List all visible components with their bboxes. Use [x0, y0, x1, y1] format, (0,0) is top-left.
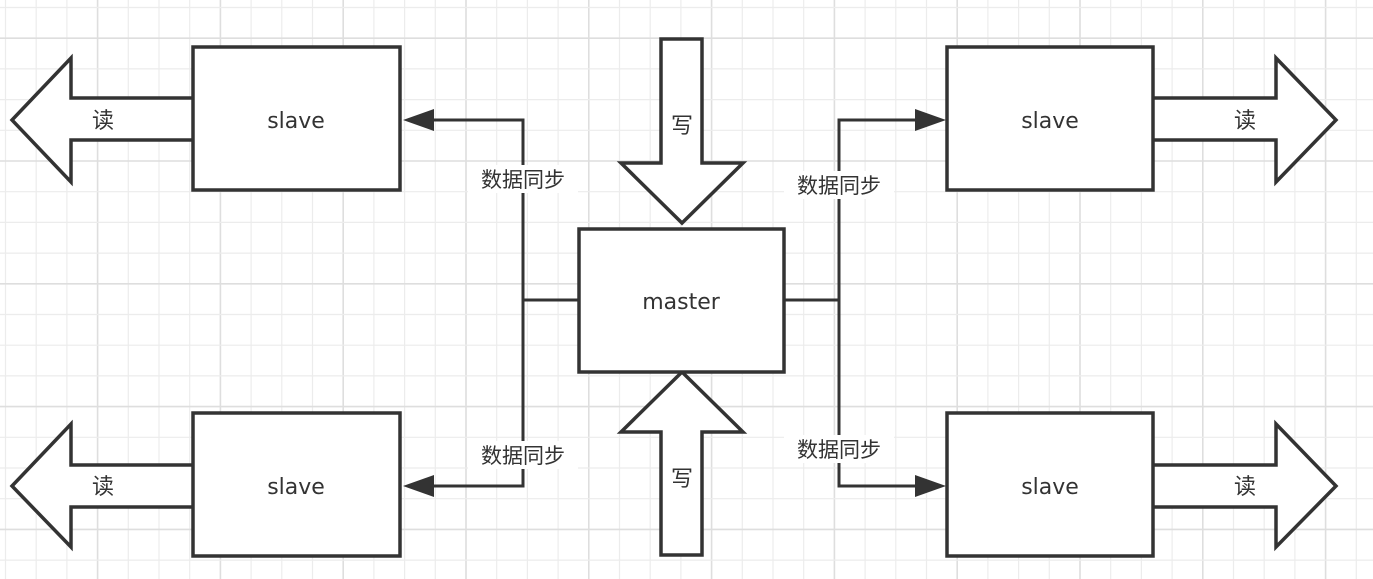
read-arrow-top-left[interactable]: 读 — [9, 53, 193, 187]
read-arrow-label: 读 — [92, 475, 114, 500]
read-arrow-label: 读 — [1234, 109, 1256, 134]
sync-label-bottom-right: 数据同步 — [784, 435, 894, 463]
write-arrow-bottom[interactable]: 写 — [616, 369, 748, 557]
arrowhead-icon — [403, 109, 434, 131]
read-arrow-label: 读 — [1234, 475, 1256, 500]
arrowhead-icon — [915, 475, 946, 497]
sync-label-text: 数据同步 — [797, 438, 881, 462]
sync-labels: 数据同步 数据同步 数据同步 数据同步 — [468, 165, 894, 469]
slave-node-label: slave — [1021, 475, 1079, 500]
nodes: master slave slave slave slave — [191, 45, 1155, 558]
write-arrow-label: 写 — [671, 467, 693, 492]
read-arrow-top-right[interactable]: 读 — [1153, 53, 1339, 187]
sync-edge-top-right — [784, 118, 917, 302]
block-arrows: 读 读 读 读 写 写 — [9, 37, 1339, 557]
slave-node-top-left[interactable]: slave — [191, 45, 402, 192]
arrowhead-icon — [403, 475, 434, 497]
write-arrow-label: 写 — [671, 114, 693, 139]
slave-node-label: slave — [1021, 109, 1079, 134]
sync-label-text: 数据同步 — [481, 168, 565, 192]
slave-node-bottom-left[interactable]: slave — [191, 411, 402, 558]
slave-node-label: slave — [267, 109, 325, 134]
sync-label-top-right: 数据同步 — [784, 171, 894, 199]
master-node[interactable]: master — [577, 227, 786, 374]
write-arrow-top[interactable]: 写 — [616, 37, 748, 226]
sync-label-bottom-left: 数据同步 — [468, 441, 578, 469]
master-node-label: master — [642, 290, 721, 315]
read-arrow-label: 读 — [92, 109, 114, 134]
read-arrow-bottom-left[interactable]: 读 — [9, 419, 193, 552]
sync-label-top-left: 数据同步 — [468, 165, 578, 193]
sync-edge-bottom-right — [837, 300, 917, 488]
sync-label-text: 数据同步 — [797, 174, 881, 198]
sync-arrowheads — [403, 109, 946, 497]
arrowhead-icon — [915, 109, 946, 131]
sync-label-text: 数据同步 — [481, 444, 565, 468]
read-arrow-bottom-right[interactable]: 读 — [1153, 419, 1339, 552]
slave-node-top-right[interactable]: slave — [945, 45, 1155, 192]
slave-node-label: slave — [267, 475, 325, 500]
sync-edge-bottom-left — [432, 300, 525, 488]
sync-connectors — [432, 118, 917, 488]
slave-node-bottom-right[interactable]: slave — [945, 411, 1155, 558]
sync-edge-top-left — [432, 118, 579, 302]
